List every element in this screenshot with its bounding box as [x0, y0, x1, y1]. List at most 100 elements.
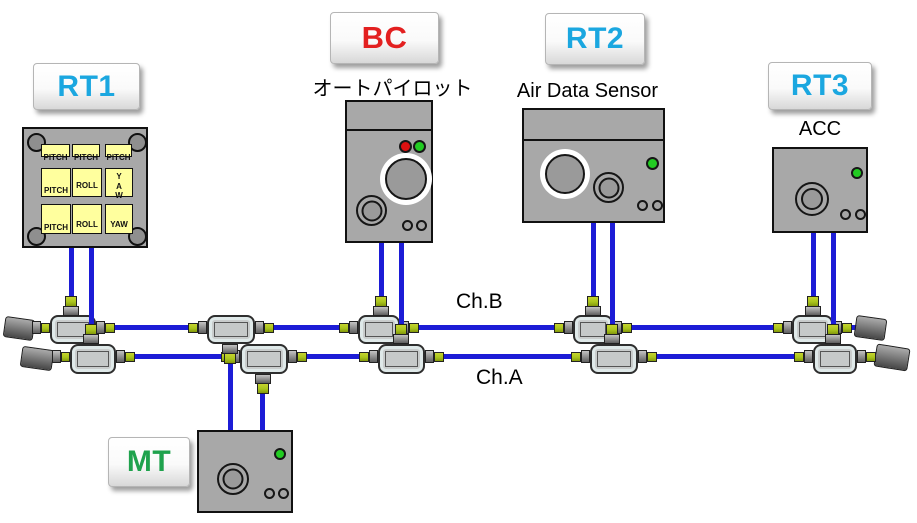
connector-inner: [361, 200, 382, 221]
bus-coupler: [240, 344, 288, 374]
connector-inner: [598, 177, 619, 198]
coupler-connector: [105, 323, 115, 333]
wire-bc-cha: [399, 241, 404, 330]
coupler-connector: [339, 323, 349, 333]
coupler-connector: [571, 352, 581, 362]
coupler-connector: [581, 350, 590, 363]
bus-terminator: [853, 314, 888, 342]
bus-line-channel-b: [40, 325, 858, 330]
bus-terminator: [19, 345, 55, 372]
air-data-sensor-caption: Air Data Sensor: [516, 80, 659, 102]
wire-rt3-cha: [831, 231, 836, 330]
wire-rt3-chb: [811, 231, 816, 302]
connector-inner: [222, 468, 244, 490]
panel-button: [105, 168, 133, 197]
mount-hole: [416, 220, 427, 231]
bc-label-text: BC: [361, 20, 408, 55]
wire-mt-cha: [260, 390, 265, 430]
coupler-connector: [349, 321, 358, 334]
coupler-connector: [369, 350, 378, 363]
connector-round-medium: [593, 172, 624, 203]
coupler-connector: [297, 352, 307, 362]
wire-rt1-cha: [89, 246, 94, 332]
connector-round-small: [356, 195, 387, 226]
device-top-strip: [347, 102, 431, 131]
panel-button-label: ROLL: [76, 181, 98, 190]
coupler-connector: [188, 323, 198, 333]
green-led: [274, 448, 286, 460]
bus-line-channel-a: [58, 354, 874, 359]
mt-label-text: MT: [126, 445, 172, 478]
bus-coupler: [590, 344, 638, 374]
panel-button-label: Y A W: [105, 172, 133, 201]
acc-caption: ACC: [798, 118, 842, 140]
wire-rt2-cha: [610, 221, 615, 330]
coupler-connector: [288, 350, 297, 363]
coupler-connector: [638, 350, 647, 363]
wire-mt-chb: [228, 360, 233, 430]
coupler-face: [77, 351, 109, 367]
coupler-connector: [409, 323, 419, 333]
bus-terminator: [873, 343, 911, 372]
coupler-connector: [434, 352, 444, 362]
coupler-face: [214, 322, 248, 337]
panel-button-label: YAW: [110, 220, 128, 229]
coupler-connector: [125, 352, 135, 362]
red-led: [399, 140, 412, 153]
stub-connector: [83, 334, 99, 344]
panel-button: ROLL: [72, 168, 102, 197]
coupler-connector: [783, 321, 792, 334]
device-acc: [772, 147, 868, 233]
coupler-connector: [61, 352, 70, 362]
panel-button: PITCH: [41, 168, 71, 197]
channel-b-label: Ch.B: [456, 290, 503, 313]
device-air-data-sensor: [522, 108, 665, 223]
connector-round-large: [385, 158, 427, 200]
green-led: [646, 157, 659, 170]
rt2-label: RT2: [545, 13, 645, 65]
mount-hole: [278, 488, 289, 499]
coupler-connector: [804, 350, 813, 363]
panel-button-label: PITCH: [74, 153, 98, 162]
screw-icon: [128, 133, 147, 152]
coupler-face: [799, 322, 826, 337]
stub-connector: [393, 334, 409, 344]
panel-button: [72, 144, 100, 157]
connector-round-large: [545, 154, 585, 194]
yaw-letter: W: [115, 191, 123, 200]
coupler-connector: [198, 321, 207, 334]
coupler-connector: [425, 350, 434, 363]
panel-button: PITCH: [41, 204, 71, 234]
mount-hole: [637, 200, 648, 211]
bus-terminator: [2, 316, 36, 341]
bus-coupler: [70, 344, 116, 374]
stub-connector: [224, 353, 236, 364]
device-rt1-panel: PITCH PITCH PITCH PITCH ROLL Y A W PITCH…: [22, 127, 148, 248]
coupler-connector: [116, 350, 125, 363]
stub-connector: [63, 306, 79, 316]
rt1-label: RT1: [33, 63, 140, 110]
panel-button: YAW: [105, 204, 133, 234]
stub-connector: [604, 334, 620, 344]
coupler-connector: [359, 352, 369, 362]
mount-hole: [402, 220, 413, 231]
rt1-label-text: RT1: [57, 69, 116, 103]
device-autopilot: [345, 100, 433, 243]
coupler-connector: [647, 352, 657, 362]
coupler-face: [580, 322, 606, 337]
coupler-connector: [842, 323, 852, 333]
green-led: [413, 140, 426, 153]
panel-button: ROLL: [72, 204, 102, 234]
connector-inner: [801, 188, 823, 210]
rt3-label-text: RT3: [790, 69, 850, 102]
stub-connector: [373, 306, 389, 316]
coupler-connector: [622, 323, 632, 333]
coupler-face: [820, 351, 850, 367]
rt2-label-text: RT2: [565, 22, 625, 55]
bus-coupler: [813, 344, 857, 374]
yaw-letter: A: [116, 181, 122, 191]
bus-coupler: [378, 344, 425, 374]
stub-connector: [805, 306, 821, 316]
wire-rt1-chb: [69, 246, 74, 302]
yaw-letter: Y: [116, 172, 122, 181]
